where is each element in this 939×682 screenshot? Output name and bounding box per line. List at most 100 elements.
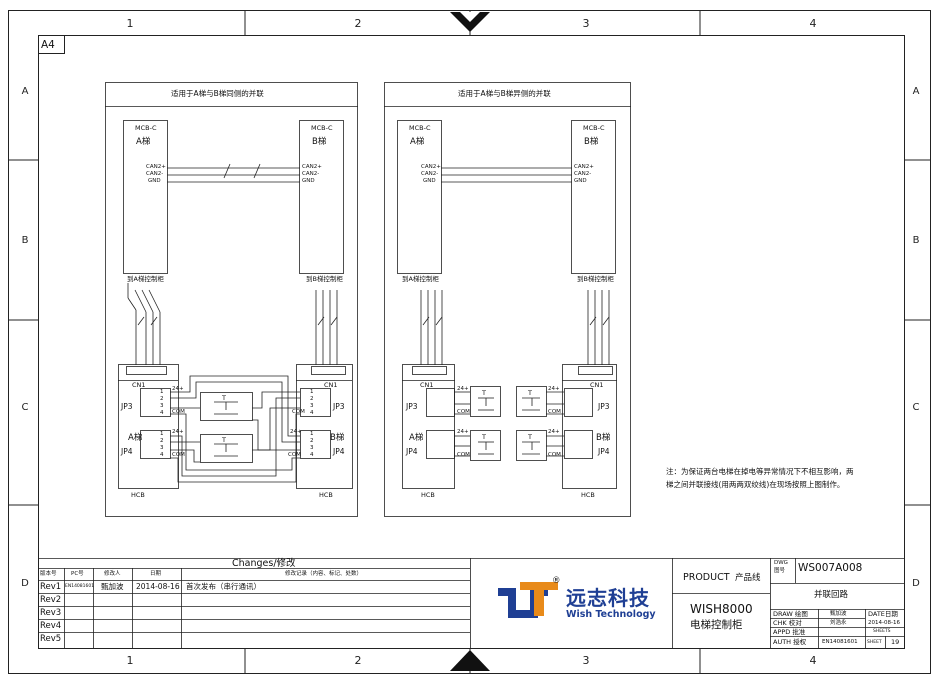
left-hcb-a-elevator: A梯 (128, 433, 143, 443)
logo-chinese-name: 远志科技 (566, 586, 650, 610)
sheet-label: SHEET (867, 640, 882, 645)
right-a-jp3: JP3 (406, 402, 418, 411)
zone-row-d-right: D (912, 578, 920, 589)
left-a-jp4-pin1: 1 (160, 431, 164, 437)
changes-row-1-who: 甄加波 (101, 582, 124, 591)
left-a-cn1: CN1 (132, 381, 146, 389)
right-a-jp3-24v: 24+ (457, 386, 469, 392)
changes-row-1-date: 2014-08-16 (136, 582, 180, 591)
left-a-jp3-pin3: 3 (160, 403, 164, 409)
sheet-size-label: A4 (41, 39, 55, 51)
right-a-can-l: CAN2- (421, 171, 439, 177)
right-a-jp4-com: COM (457, 452, 470, 458)
product-model: WISH8000 (690, 602, 753, 616)
dwg-label-cn: 图号 (774, 568, 786, 574)
right-relay-2-label: T (482, 433, 486, 441)
left-mcb-a-elevator: A梯 (136, 137, 151, 147)
right-b-hcb: HCB (581, 491, 595, 499)
zone-row-a-left: A (21, 86, 29, 97)
left-b-jp3-pin1: 1 (310, 389, 314, 395)
right-b-jp3: JP3 (598, 402, 610, 411)
note-line-2: 梯之间并联接线(用两两双绞线)在现场按照上图制作。 (666, 480, 845, 489)
left-b-jp4: JP4 (333, 447, 345, 456)
left-a-jp4-com: COM (172, 452, 185, 458)
note-line-1: 注：为保证两台电梯在掉电等异常情况下不相互影响，两 (666, 467, 854, 476)
left-a-jp4-24v: 24+ (172, 429, 184, 435)
left-a-jp3-pin4: 4 (160, 410, 164, 416)
changes-row-3-rev: Rev3 (40, 608, 62, 618)
zone-col-1-top: 1 (126, 17, 134, 30)
zone-row-a-right: A (912, 86, 920, 97)
left-a-jp3-pin2: 2 (160, 396, 164, 402)
left-b-jp4-pin3: 3 (310, 445, 314, 451)
changes-row-1-desc: 首次发布（串行通讯） (186, 582, 261, 591)
right-a-hcb: HCB (421, 491, 435, 499)
left-b-can-h: CAN2+ (302, 164, 322, 170)
draw-label: DRAW 绘图 (773, 610, 808, 618)
changes-row-1-pc: EN14081601 (65, 584, 95, 589)
right-mcb-a-elevator: A梯 (410, 137, 425, 147)
left-b-jp4-pin2: 2 (310, 438, 314, 444)
changes-title: Changes/修改 (232, 558, 296, 569)
zone-row-c-right: C (912, 402, 920, 413)
changes-row-4-rev: Rev4 (40, 621, 62, 631)
right-b-gnd: GND (574, 178, 587, 184)
left-a-jp3-24v: 24+ (172, 386, 184, 392)
drawing-title: 并联回路 (814, 590, 849, 600)
right-b-cn1: CN1 (590, 381, 604, 389)
zone-row-d-left: D (21, 578, 29, 589)
changes-row-5-rev: Rev5 (40, 634, 62, 644)
left-to-a-cabinet: 到A梯控制柜 (127, 275, 164, 283)
dwg-number: WS007A008 (798, 562, 863, 574)
right-b-jp4-com: COM (548, 452, 561, 458)
left-hcb-b-elevator: B梯 (330, 433, 345, 443)
left-b-hcb: HCB (319, 491, 333, 499)
zone-row-b-left: B (21, 235, 29, 246)
logo-english-name: Wish Technology (566, 609, 656, 620)
panel-right-title: 适用于A梯与B梯异侧的并联 (458, 89, 551, 98)
changes-row-2-rev: Rev2 (40, 595, 62, 605)
left-b-jp3-pin4: 4 (310, 410, 314, 416)
left-b-jp4-com: COM (288, 452, 301, 458)
left-a-hcb: HCB (131, 491, 145, 499)
changes-header-rev: 版本号 (40, 571, 57, 577)
left-b-jp3: JP3 (333, 402, 345, 411)
left-mcb-b-label: MCB-C (311, 124, 333, 132)
right-a-jp3-com: COM (457, 409, 470, 415)
left-relay-bottom-label: T (222, 436, 226, 444)
changes-header-pc: PC号 (71, 571, 84, 577)
left-a-jp3-pin1: 1 (160, 389, 164, 395)
changes-header-desc: 修改记录（内容、标记、处数） (285, 571, 363, 577)
left-relay-top-label: T (222, 394, 226, 402)
right-mcb-b-elevator: B梯 (584, 137, 599, 147)
left-b-jp3-com: COM (292, 409, 305, 415)
left-b-jp3-pin3: 3 (310, 403, 314, 409)
left-b-cn1: CN1 (324, 381, 338, 389)
right-a-cn1: CN1 (420, 381, 434, 389)
left-mcb-b-elevator: B梯 (312, 137, 327, 147)
left-a-jp4-pin3: 3 (160, 445, 164, 451)
left-a-jp3-com: COM (172, 409, 185, 415)
appd-label: APPD 批准 (773, 628, 806, 636)
left-a-can-l: CAN2- (146, 171, 164, 177)
chk-label: CHK 校对 (773, 619, 802, 627)
auth-label: AUTH 授权 (773, 638, 807, 646)
left-mcb-a-label: MCB-C (135, 124, 157, 132)
product-label-cn: 产品线 (735, 573, 761, 583)
sheet-number: 19 (891, 638, 900, 646)
left-a-gnd: GND (148, 178, 161, 184)
right-a-jp4-24v: 24+ (457, 429, 469, 435)
zone-col-2-bottom: 2 (354, 654, 362, 667)
zone-col-4-bottom: 4 (809, 654, 817, 667)
right-relay-1-label: T (482, 389, 486, 397)
zone-col-3-top: 3 (582, 17, 590, 30)
right-b-jp3-24v: 24+ (548, 386, 560, 392)
product-name: 电梯控制柜 (690, 619, 743, 631)
right-hcb-a-elevator: A梯 (409, 433, 424, 443)
dwg-label: DWG (774, 560, 788, 566)
right-b-jp4: JP4 (598, 447, 610, 456)
zone-col-2-top: 2 (354, 17, 362, 30)
